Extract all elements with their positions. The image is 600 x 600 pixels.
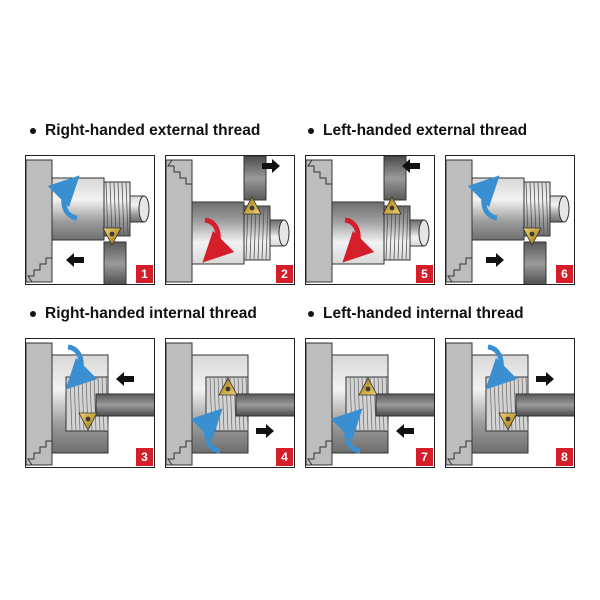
panel-number-badge: 7 (416, 448, 433, 466)
bullet-icon (30, 128, 36, 134)
lathe-chuck-icon (446, 342, 473, 466)
heading-right-handed-internal: Right-handed internal thread (30, 305, 257, 323)
feed-arrow-icon (486, 253, 504, 267)
rotation-arrow-icon (330, 408, 363, 454)
panel-number-badge: 1 (136, 265, 153, 283)
heading-left-handed-external: Left-handed external thread (308, 122, 527, 140)
workpiece (191, 201, 290, 265)
thread-insert-icon (382, 196, 402, 215)
tool-holder (243, 156, 267, 201)
feed-arrow-icon (396, 424, 414, 438)
rotation-arrow-icon (467, 175, 500, 221)
thread-insert-icon (78, 412, 98, 431)
feed-arrow-icon (262, 159, 280, 173)
panel-number-badge: 8 (556, 448, 573, 466)
tool-holder (383, 156, 407, 201)
panel-3: 3 (25, 338, 155, 468)
rotation-arrow-icon (65, 344, 98, 390)
feed-arrow-icon (536, 372, 554, 386)
feed-arrow-icon (256, 424, 274, 438)
panel-number-badge: 5 (416, 265, 433, 283)
boring-bar (235, 393, 294, 417)
heading-text: Left-handed external thread (323, 122, 528, 139)
feed-arrow-icon (66, 253, 84, 267)
lathe-chuck-icon (26, 159, 53, 283)
thread-insert-icon (498, 412, 518, 431)
panel-2: 2 (165, 155, 295, 285)
boring-bar (375, 393, 434, 417)
lathe-chuck-icon (306, 159, 333, 283)
heading-left-handed-internal: Left-handed internal thread (308, 305, 524, 323)
rotation-arrow-icon (190, 408, 223, 454)
bullet-icon (308, 128, 314, 134)
workpiece (331, 201, 430, 265)
panel-5: 5 (305, 155, 435, 285)
panel-1: 1 (25, 155, 155, 285)
bullet-icon (30, 311, 36, 317)
panel-7: 7 (305, 338, 435, 468)
thread-insert-icon (522, 227, 542, 246)
lathe-chuck-icon (306, 342, 333, 466)
tool-holder (523, 241, 547, 284)
panel-6: 6 (445, 155, 575, 285)
boring-bar (515, 393, 574, 417)
heading-text: Right-handed external thread (45, 122, 261, 139)
heading-text: Right-handed internal thread (45, 305, 257, 322)
rotation-arrow-icon (342, 217, 375, 263)
lathe-chuck-icon (166, 159, 193, 283)
panel-number-badge: 4 (276, 448, 293, 466)
thread-insert-icon (242, 196, 262, 215)
bullet-icon (308, 311, 314, 317)
tool-holder (103, 241, 127, 284)
thread-insert-icon (218, 377, 238, 396)
thread-insert-icon (358, 377, 378, 396)
lathe-chuck-icon (166, 342, 193, 466)
feed-arrow-icon (116, 372, 134, 386)
heading-right-handed-external: Right-handed external thread (30, 122, 260, 140)
heading-text: Left-handed internal thread (323, 305, 524, 322)
thread-insert-icon (102, 227, 122, 246)
lathe-chuck-icon (26, 342, 53, 466)
panel-4: 4 (165, 338, 295, 468)
boring-bar (95, 393, 154, 417)
rotation-arrow-icon (485, 344, 518, 390)
panel-8: 8 (445, 338, 575, 468)
rotation-arrow-icon (47, 175, 80, 221)
panel-number-badge: 3 (136, 448, 153, 466)
rotation-arrow-icon (202, 217, 235, 263)
feed-arrow-icon (402, 159, 420, 173)
panel-number-badge: 2 (276, 265, 293, 283)
panel-number-badge: 6 (556, 265, 573, 283)
lathe-chuck-icon (446, 159, 473, 283)
